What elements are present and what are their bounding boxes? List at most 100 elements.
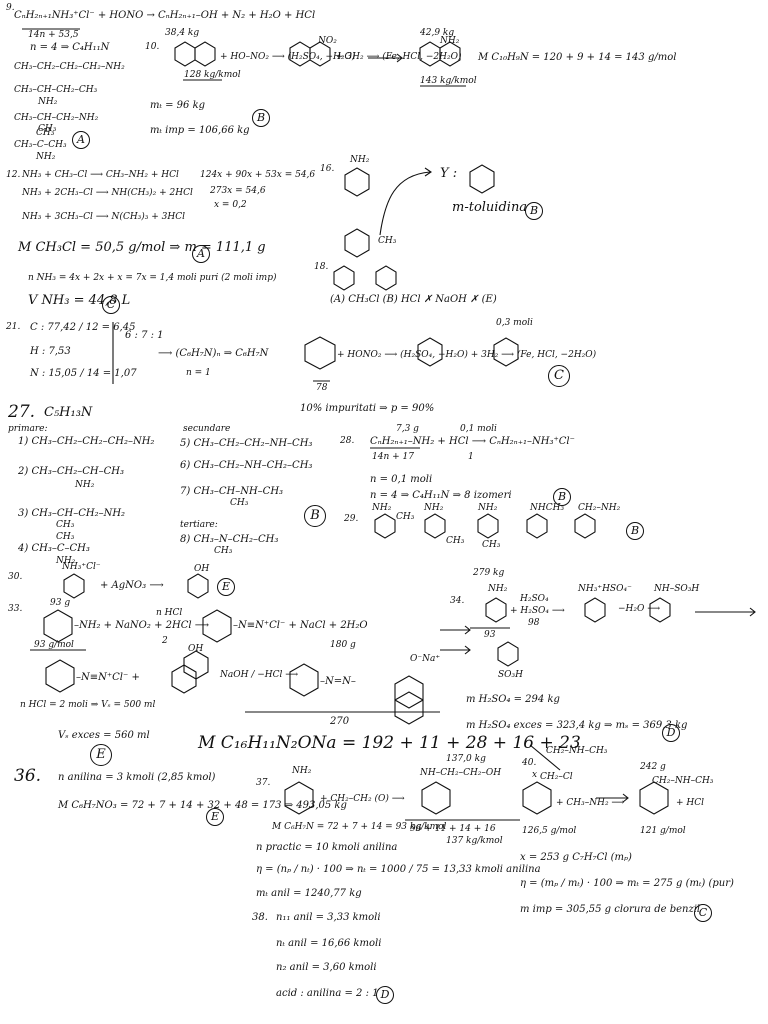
p36-m: M C₆H₇NO₃ = 72 + 7 + 14 + 32 + 48 = 173 … — [58, 800, 347, 811]
arrow-curve — [379, 171, 431, 236]
p28-top-moles: 0,1 moli — [460, 424, 497, 434]
product-ring — [639, 781, 669, 815]
p29-l6: CH₃ — [482, 540, 501, 550]
naphthylamine-ring — [439, 41, 461, 67]
p21-moles: 0,3 moli — [496, 318, 533, 328]
p28-n: n = 0,1 moli — [370, 474, 433, 485]
p37-nh2: NH₂ — [292, 766, 312, 776]
p37-yield: η = (nₚ / nₜ) · 100 ⇒ nₜ = 1000 / 75 = 1… — [256, 864, 541, 875]
p10-m2: 143 kg/kmol — [420, 76, 477, 86]
p33-ona: O⁻Na⁺ — [410, 654, 441, 664]
p9-equation: CₙH₂ₙ₊₁NH₃⁺Cl⁻ + HONO → CₙH₂ₙ₊₁–OH + N₂ … — [14, 10, 316, 21]
benzyl-chloride-ring — [522, 781, 552, 815]
p16-y: Y : — [440, 166, 458, 181]
p36-answer: E — [206, 808, 224, 826]
p27-number: 27. — [8, 402, 36, 422]
p33-two: 2 — [162, 636, 168, 646]
p34-h2so4: H₂SO₄ — [520, 594, 549, 604]
p40-x: x — [532, 770, 538, 780]
p21-equation: + HONO₂ ⟶ (H₂SO₄, −H₂O) + 3H₂ ⟶ (Fe, HCl… — [337, 350, 597, 360]
p9-isomer-2: CH₃–CH–CH₂–CH₃ — [14, 85, 98, 95]
p38-a: n₁₁ anil = 3,33 kmoli — [276, 912, 381, 923]
p9-number: 9. — [6, 3, 15, 13]
ring — [333, 265, 355, 291]
p29-l2: CH₃ — [396, 512, 415, 522]
p37-mt: mₜ anil = 1240,77 kg — [256, 888, 362, 899]
p40-top2: 242 g — [640, 762, 666, 772]
p28-answer: B — [553, 488, 571, 506]
p27-isomer-4b: NH₂ — [56, 556, 76, 566]
p16-name: m-toluidina — [452, 200, 528, 215]
p34-eq: + H₂SO₄ ⟶ — [510, 606, 565, 616]
p27-isomer-3: 3) CH₃–CH–CH₂–NH₂ — [18, 508, 126, 519]
p10-mt: mₜ = 96 kg — [150, 100, 206, 111]
p9-isomer-3: CH₃–CH–CH₂–NH₂ — [14, 113, 99, 123]
p30-number: 30. — [8, 572, 23, 582]
p40-imp: m imp = 305,55 g clorura de benzil — [520, 904, 701, 915]
p38-number: 38. — [252, 912, 268, 923]
p38-c: n₂ anil = 3,60 kmoli — [276, 962, 377, 973]
p36-n: n anilina = 3 kmoli (2,85 kmol) — [58, 772, 216, 783]
p21-h: H : 7,53 — [30, 346, 71, 357]
p10-mass-top: 38,4 kg — [165, 28, 200, 38]
p33-top: 93 g — [50, 598, 71, 608]
p21-number: 21. — [6, 322, 21, 332]
p29-l5: NH₂ — [478, 503, 498, 513]
p27-answer: B — [304, 505, 326, 527]
p33-m93: 93 g/mol — [34, 640, 74, 650]
p29-l3: NH₂ — [424, 503, 444, 513]
ring — [344, 228, 370, 258]
p33-azo: –N=N– — [320, 676, 356, 687]
p34-sulfamic: NH–SO₃H — [654, 584, 700, 594]
aniline-ring — [284, 781, 314, 815]
p28-equation: CₙH₂ₙ₊₁–NH₂ + HCl ⟶ CₙH₂ₙ₊₁–NH₃⁺Cl⁻ — [370, 436, 575, 447]
p27-isomer-2b: NH₂ — [75, 480, 95, 490]
p9-isomer-3b: CH₃ — [38, 124, 57, 134]
p12-system-1: 124x + 90x + 53x = 54,6 — [200, 170, 316, 180]
p28-result: n = 4 ⇒ C₄H₁₁N ⇒ 8 izomeri — [370, 490, 512, 501]
p34-answer: D — [662, 724, 680, 742]
naphthalene-ring — [174, 41, 196, 67]
p33-number: 33. — [8, 604, 23, 614]
p21-n1: n = 1 — [186, 368, 211, 378]
p33-equation: –NH₂ + NaNO₂ + 2HCl ⟶ — [74, 620, 210, 631]
p10-mass-product: 42,9 kg — [420, 28, 455, 38]
p28-one: 1 — [468, 452, 474, 462]
p40-top1: CH₂–NH–CH₃ — [546, 746, 608, 756]
p34-top: 279 kg — [473, 568, 505, 578]
p34-m98: 98 — [528, 618, 540, 628]
p33-oh: OH — [188, 644, 204, 654]
p37-molar-mass: M C₆H₇N = 72 + 7 + 14 = 93 kg/kmol — [272, 822, 447, 832]
p30-oh: OH — [194, 564, 210, 574]
p37-number: 37. — [256, 778, 271, 788]
p33-270: 270 — [330, 716, 350, 727]
p12-moles: n NH₃ = 4x + 2x + x = 7x = 1,4 moli puri… — [28, 273, 277, 283]
azo-ring — [289, 663, 319, 697]
p38-b: nₜ anil = 16,66 kmoli — [276, 938, 382, 949]
p10-answer: B — [252, 109, 270, 127]
p34-nh2: NH₂ — [488, 584, 508, 594]
ring — [584, 597, 606, 623]
p28-number: 28. — [340, 436, 355, 446]
cross-line — [529, 744, 561, 771]
p9-isomer-4a: CH₃ — [36, 128, 55, 138]
p12-answer-c: C — [102, 296, 120, 314]
p27-isomer-5: 5) CH₃–CH₂–CH₂–NH–CH₃ — [180, 438, 313, 449]
p18-options: (A) CH₃Cl (B) HCl ✗ NaOH ✗ (E) — [330, 294, 497, 305]
p40-yield: η = (mₚ / mₜ) · 100 ⇒ mₜ = 275 g (mₜ) (p… — [520, 878, 734, 889]
p16-number: 16. — [320, 164, 335, 174]
p33-diazo: –N≡N⁺Cl⁻ + — [76, 672, 140, 683]
p29-l4: CH₃ — [446, 536, 465, 546]
p30-answer: E — [217, 578, 235, 596]
p27-isomer-1: 1) CH₃–CH₂–CH₂–CH₂–NH₂ — [18, 436, 155, 447]
ring — [344, 167, 370, 197]
p27-isomer-7b: CH₃ — [230, 498, 249, 508]
p27-isomer-3b: CH₃ — [56, 520, 75, 530]
p34-m2: m H₂SO₄ exces = 323,4 kg ⇒ mₛ = 369,3 kg — [466, 720, 688, 731]
ring — [375, 265, 397, 291]
p34-number: 34. — [450, 596, 465, 606]
p37-product: NH–CH₂–CH₂–OH — [420, 768, 502, 778]
p12-reaction-3: NH₃ + 3CH₃–Cl ⟶ N(CH₃)₃ + 3HCl — [22, 212, 186, 222]
p12-reaction-2: NH₃ + 2CH₃–Cl ⟶ NH(CH₃)₂ + 2HCl — [22, 188, 193, 198]
